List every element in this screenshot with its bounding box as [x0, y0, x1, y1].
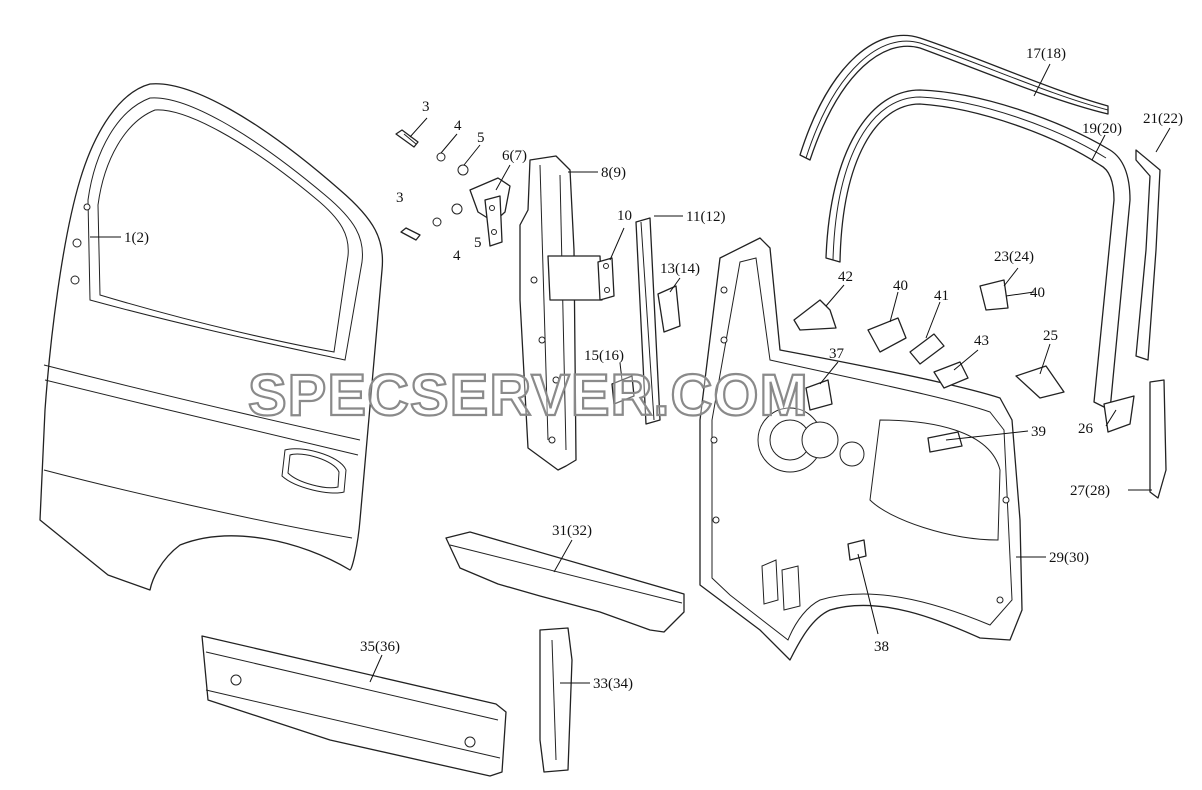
leader-lines	[90, 63, 1171, 684]
callout-5-lower: 5	[474, 235, 482, 251]
callout-15: 15(16)	[584, 348, 624, 364]
callout-39: 39	[1031, 424, 1046, 440]
callout-8: 8(9)	[601, 165, 626, 181]
callout-10: 10	[617, 208, 632, 224]
callout-31: 31(32)	[552, 523, 592, 539]
callout-29: 29(30)	[1049, 550, 1089, 566]
hinge-pillar	[519, 155, 603, 471]
hinge-hardware	[395, 129, 511, 247]
callout-25: 25	[1043, 328, 1058, 344]
lower-panels	[201, 531, 685, 777]
inner-door-panel	[699, 237, 1023, 661]
callout-41: 41	[934, 288, 949, 304]
callout-3-lower: 3	[396, 190, 404, 206]
callout-38: 38	[874, 639, 889, 655]
callout-37: 37	[829, 346, 845, 362]
callout-11: 11(12)	[686, 209, 725, 225]
callout-40-left: 40	[893, 278, 908, 294]
callout-19: 19(20)	[1082, 121, 1122, 137]
door-frame-rails	[799, 34, 1161, 411]
callout-1: 1(2)	[124, 230, 149, 246]
callout-23: 23(24)	[994, 249, 1034, 265]
callout-26: 26	[1078, 421, 1094, 437]
callout-43: 43	[974, 333, 989, 349]
callout-40-right: 40	[1030, 285, 1045, 301]
callout-42: 42	[838, 269, 853, 285]
callout-17: 17(18)	[1026, 46, 1066, 62]
watermark-text: SPECSERVER.COM	[248, 363, 809, 428]
callout-21: 21(22)	[1143, 111, 1183, 127]
callout-13: 13(14)	[660, 261, 700, 277]
callout-6: 6(7)	[502, 148, 527, 164]
callout-4-upper: 4	[454, 118, 462, 134]
outer-door-panel	[39, 83, 384, 591]
inner-brackets	[793, 279, 1167, 561]
callout-4-lower: 4	[453, 248, 461, 264]
callout-3-upper: 3	[422, 99, 430, 115]
callout-5-upper: 5	[477, 130, 485, 146]
callout-27: 27(28)	[1070, 483, 1110, 499]
callout-35: 35(36)	[360, 639, 400, 655]
callout-labels: 1(2) 3 3 4 4 5 5 6(7) 8(9) 10 11(12) 13(…	[124, 46, 1183, 692]
callout-33: 33(34)	[593, 676, 633, 692]
small-brackets	[597, 217, 681, 425]
